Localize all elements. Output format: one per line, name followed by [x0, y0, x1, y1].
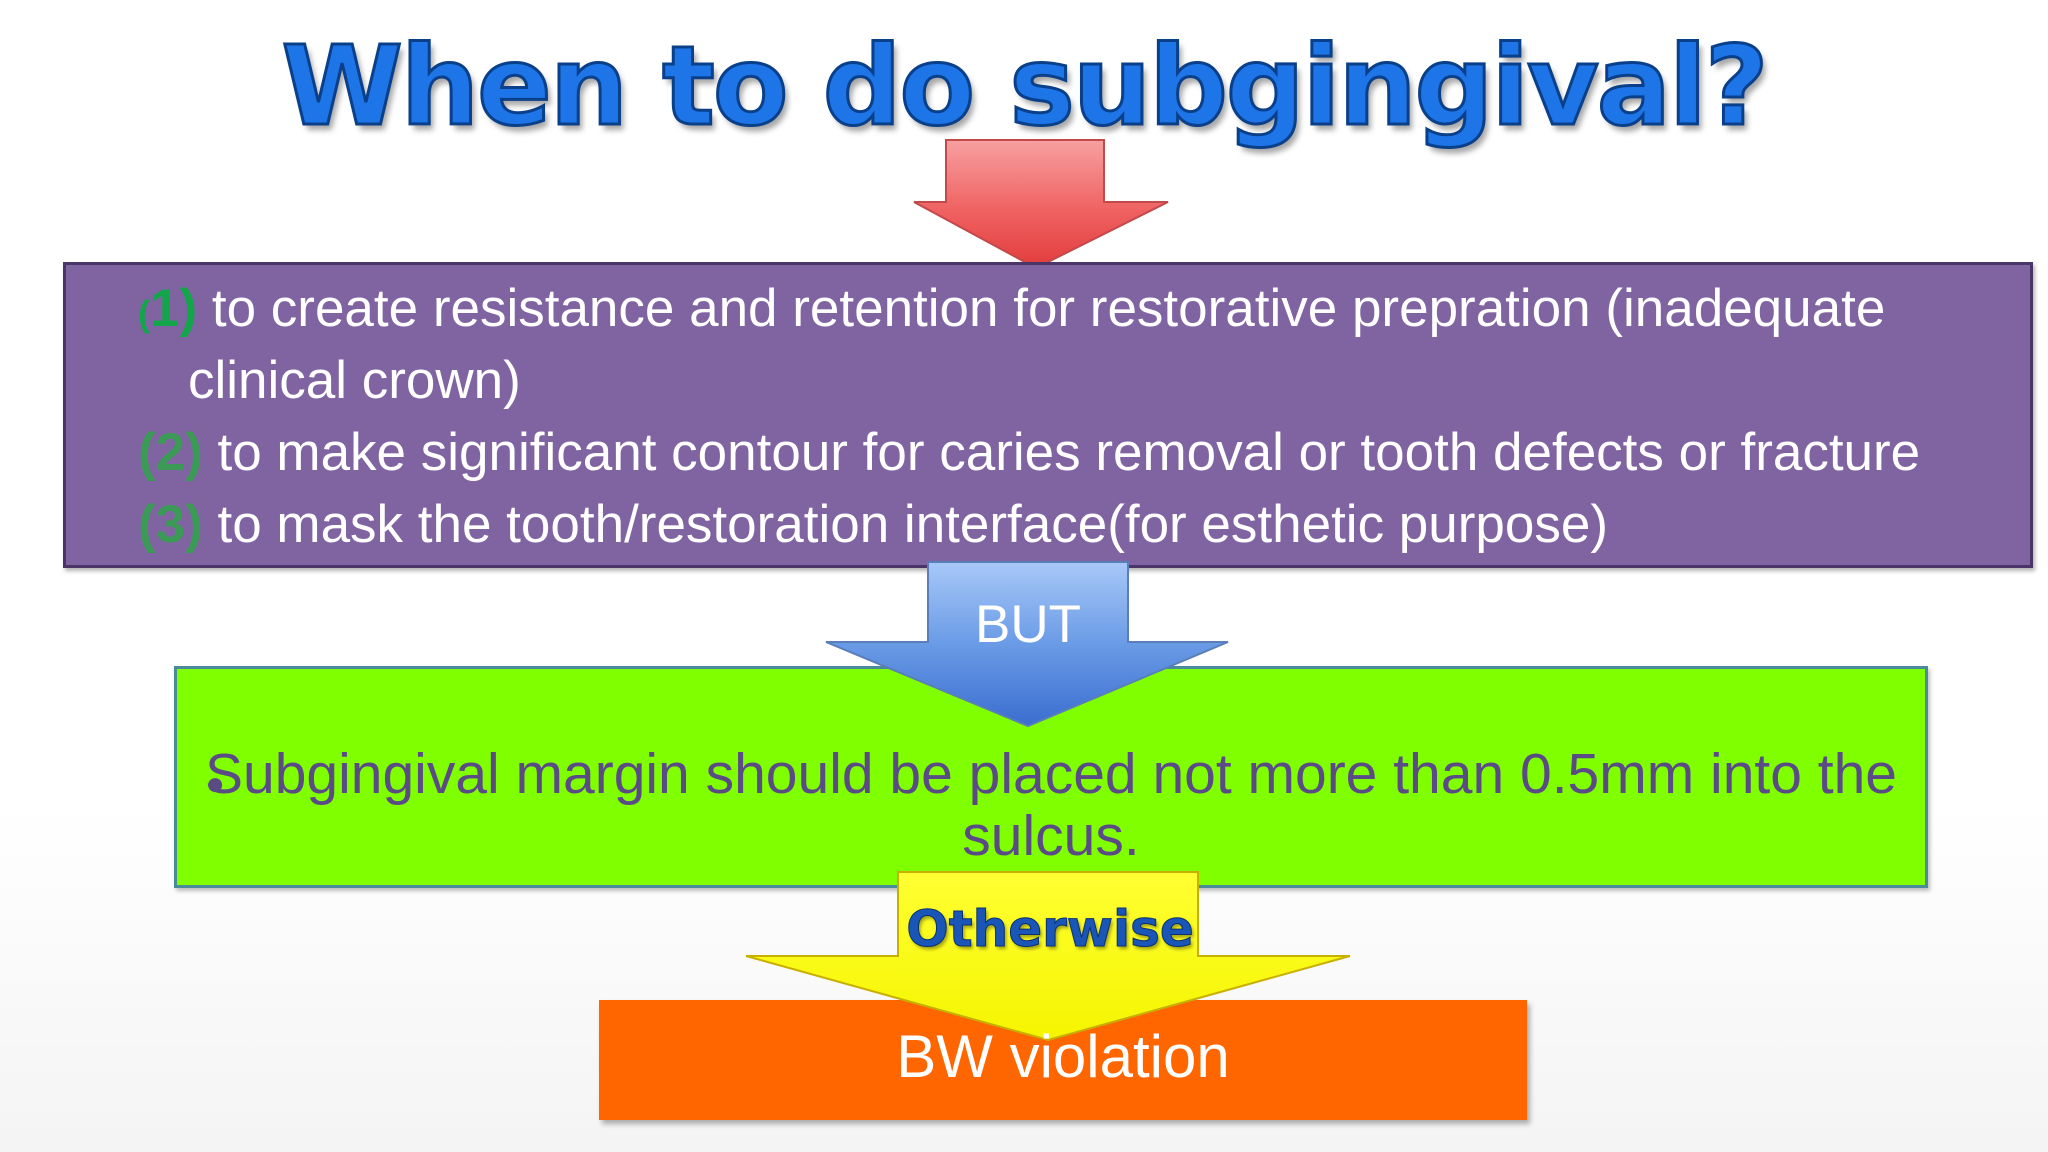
down-arrow-red	[913, 139, 1169, 270]
reason-number-prefix: (	[138, 293, 150, 334]
rule-text: Subgingival margin should be placed not …	[204, 742, 1898, 868]
reason-text: to make significant contour for caries r…	[202, 423, 1921, 482]
reason-text: to mask the tooth/restoration interface(…	[202, 495, 1608, 554]
bullet-icon: •	[201, 759, 230, 815]
connector-otherwise-label: Otherwise	[906, 900, 1195, 959]
reason-number: 1)	[150, 279, 198, 338]
connector-but-label: BUT	[975, 595, 1081, 654]
down-arrow-yellow	[745, 871, 1351, 1042]
reason-text-continuation: clinical crown)	[188, 351, 521, 410]
slide-title: When to do subgingival?	[280, 21, 1770, 152]
reason-number: (2)	[138, 423, 203, 482]
down-arrow-blue	[825, 561, 1229, 728]
reason-item-1: (1) to create resistance and retention f…	[138, 273, 1885, 350]
reason-item-3: (3) to mask the tooth/restoration interf…	[138, 489, 1608, 561]
outcome-label: BW violation	[896, 1023, 1230, 1090]
reason-item-1-continuation: clinical crown)	[188, 345, 521, 417]
reason-item-2: (2) to make significant contour for cari…	[138, 417, 1920, 489]
reason-number: (3)	[138, 495, 203, 554]
reason-text: to create resistance and retention for r…	[197, 279, 1886, 338]
reasons-box: (1) to create resistance and retention f…	[63, 262, 2033, 568]
